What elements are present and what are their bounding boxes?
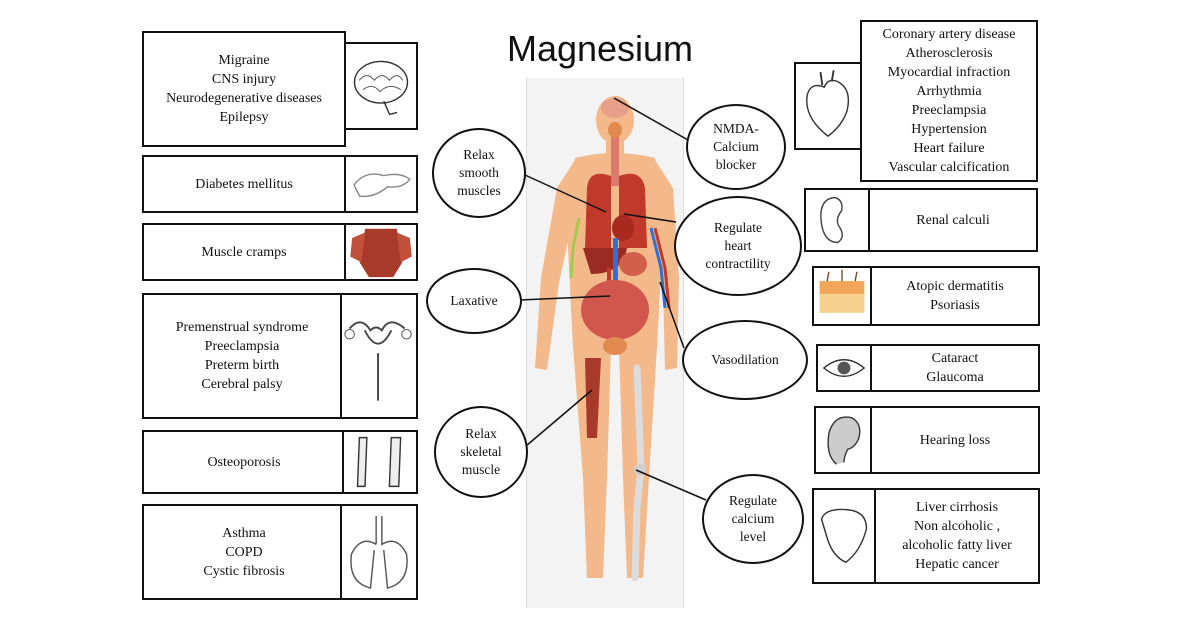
condition-text: Diabetes mellitus: [195, 176, 293, 192]
muscle-icon: [344, 223, 418, 281]
effect-text: smooth: [459, 165, 499, 180]
eye-icon: [816, 344, 872, 392]
effect-text: Relax: [463, 147, 495, 162]
condition-box-bone: Osteoporosis: [142, 430, 346, 494]
effect-text: muscle: [461, 462, 501, 477]
lungs-icon: [340, 504, 418, 600]
condition-box-liver: Liver cirrhosis Non alcoholic , alcoholi…: [874, 488, 1040, 584]
condition-text: Liver cirrhosis: [915, 500, 999, 515]
thyroid-shape: [608, 122, 622, 138]
brain-shape: [601, 98, 629, 118]
human-body-illustration: [535, 96, 679, 582]
condition-text: Glaucoma: [926, 370, 984, 385]
condition-text: alcoholic fatty liver: [902, 538, 1012, 553]
condition-text: Coronary artery disease: [882, 27, 1016, 42]
effect-oval-skeletal-muscle: Relax skeletal muscle: [434, 406, 528, 498]
knee-joint-shape: [634, 464, 646, 476]
heart-icon: [794, 62, 862, 150]
effect-text: contractility: [705, 256, 771, 271]
effect-text: Regulate: [729, 493, 777, 508]
condition-text: Atopic dermatitis: [906, 279, 1004, 294]
effect-oval-laxative: Laxative: [426, 268, 522, 334]
effect-oval-heart-contractility: Regulate heart contractility: [674, 196, 802, 296]
condition-text: Hearing loss: [919, 432, 991, 448]
condition-text: Hypertension: [911, 122, 987, 137]
intestines-shape: [581, 280, 649, 340]
heart-shape: [612, 215, 634, 241]
condition-text: Epilepsy: [219, 110, 269, 125]
condition-text: Preeclampsia: [911, 103, 987, 118]
condition-text: Premenstrual syndrome: [175, 320, 309, 335]
condition-text: CNS injury: [211, 72, 277, 87]
bone-icon: [342, 430, 418, 494]
condition-box-diabetes: Diabetes mellitus: [142, 155, 346, 213]
condition-text: Muscle cramps: [201, 244, 287, 260]
effect-text: Calcium: [713, 139, 759, 154]
condition-text: Cystic fibrosis: [203, 563, 285, 579]
condition-text: Migraine: [218, 53, 270, 68]
condition-text: Asthma: [222, 525, 266, 541]
effect-oval-smooth-muscles: Relax smooth muscles: [432, 128, 526, 218]
condition-text: Preeclampsia: [204, 339, 280, 354]
condition-text: Cerebral palsy: [201, 377, 283, 392]
effect-text: Relax: [465, 426, 497, 441]
condition-text: Atherosclerosis: [905, 46, 993, 61]
condition-box-skin: Atopic dermatitis Psoriasis: [870, 266, 1040, 326]
condition-box-renal: Renal calculi: [868, 188, 1038, 252]
effect-text: level: [739, 529, 767, 544]
condition-box-cardio: Coronary artery disease Atherosclerosis …: [860, 20, 1038, 182]
effect-text: Regulate: [714, 220, 762, 235]
kidney-icon: [804, 188, 870, 252]
ear-icon: [814, 406, 872, 474]
stomach-shape: [619, 252, 647, 276]
condition-text: Non alcoholic ,: [914, 519, 1000, 534]
condition-box-eye: Cataract Glaucoma: [870, 344, 1040, 392]
condition-text: COPD: [225, 544, 263, 560]
arm-nerve-shape: [569, 217, 581, 279]
human-body-panel: [526, 78, 684, 608]
effect-text: skeletal: [460, 444, 502, 459]
liver-icon: [812, 488, 876, 584]
effect-text: muscles: [457, 183, 501, 198]
effect-text: heart: [724, 238, 752, 253]
effect-text: blocker: [715, 157, 757, 172]
condition-box-ear: Hearing loss: [870, 406, 1040, 474]
condition-text: Hepatic cancer: [915, 557, 999, 572]
condition-box-respiratory: Asthma COPD Cystic fibrosis: [142, 504, 346, 600]
effect-text: NMDA-: [713, 121, 759, 136]
bladder-shape: [603, 337, 627, 355]
skin-icon: [812, 266, 872, 326]
condition-box-neuro: Migraine CNS injury Neurodegenerative di…: [142, 31, 346, 147]
uterus-icon: [340, 293, 418, 419]
condition-text: Psoriasis: [930, 298, 980, 313]
condition-text: Neurodegenerative diseases: [166, 91, 322, 106]
condition-text: Osteoporosis: [207, 454, 281, 470]
condition-text: Cataract: [931, 351, 979, 366]
effect-text: calcium: [731, 511, 775, 526]
condition-text: Heart failure: [913, 141, 985, 156]
condition-text: Myocardial infraction: [887, 65, 1011, 80]
condition-text: Renal calculi: [916, 212, 990, 228]
condition-box-pregnancy: Premenstrual syndrome Preeclampsia Prete…: [142, 293, 342, 419]
effect-oval-nmda: NMDA- Calcium blocker: [686, 104, 786, 190]
condition-box-cramps: Muscle cramps: [142, 223, 346, 281]
trachea-shape: [611, 126, 619, 186]
page-title: Magnesium: [506, 28, 694, 69]
effect-oval-calcium-level: Regulate calcium level: [702, 474, 804, 564]
effect-text: Vasodilation: [711, 352, 779, 367]
condition-text: Preterm birth: [204, 358, 280, 373]
brain-icon: [344, 42, 418, 130]
effect-text: Laxative: [450, 293, 498, 308]
pancreas-icon: [344, 155, 418, 213]
condition-text: Vascular calcification: [888, 160, 1010, 175]
condition-text: Arrhythmia: [916, 84, 982, 99]
effect-oval-vasodilation: Vasodilation: [682, 320, 808, 400]
